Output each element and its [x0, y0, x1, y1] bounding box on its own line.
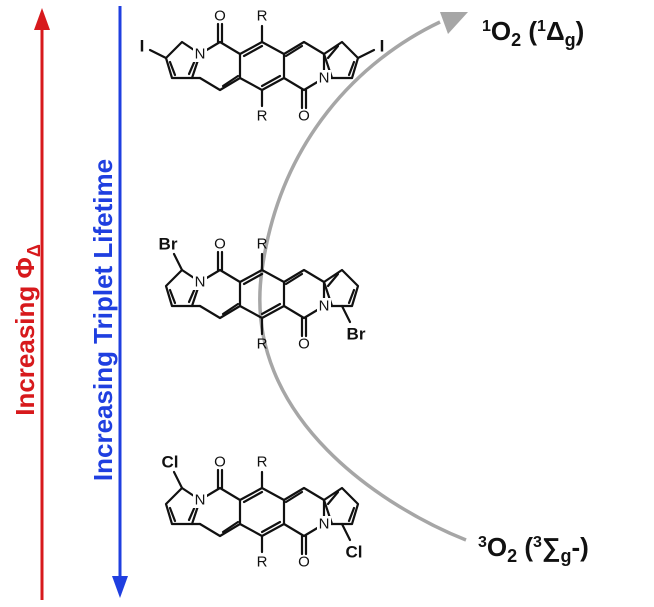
substituent-r: R [257, 336, 268, 353]
blue-axis-label: Increasing Triplet Lifetime [88, 159, 118, 481]
nitrogen-atom: N [195, 492, 206, 509]
molecule-iodo: I I O O R R N N [140, 8, 385, 125]
red-axis-label-main: Increasing Φ [10, 257, 40, 416]
nitrogen-atom: N [195, 274, 206, 291]
red-axis-label: Increasing ΦΔ [10, 244, 44, 416]
red-arrow [34, 8, 50, 600]
molecule-bromo: Br Br O O R R N N [159, 235, 366, 353]
halogen-label: Cl [162, 453, 179, 472]
halogen-label: Br [159, 235, 178, 254]
substituent-r: R [257, 8, 268, 25]
halogen-label: I [380, 37, 385, 56]
halogen-label: Cl [346, 543, 363, 562]
carbonyl-oxygen: O [214, 236, 226, 253]
nitrogen-atom: N [319, 70, 330, 87]
molecule-chloro: Cl Cl O O R R N N [162, 453, 363, 571]
nitrogen-atom: N [319, 298, 330, 315]
triplet-oxygen-label: 3O2 (3∑g-) [478, 532, 589, 566]
halogen-label: Br [347, 325, 366, 344]
nitrogen-atom: N [195, 46, 206, 63]
energy-transfer-arrow [258, 12, 468, 542]
halogen-label: I [140, 37, 145, 56]
carbonyl-oxygen: O [214, 454, 226, 471]
substituent-r: R [257, 454, 268, 471]
carbonyl-oxygen: O [214, 8, 226, 25]
nitrogen-atom: N [319, 516, 330, 533]
substituent-r: R [257, 236, 268, 253]
carbonyl-oxygen: O [298, 554, 310, 571]
blue-arrow [112, 6, 128, 598]
carbonyl-oxygen: O [298, 108, 310, 125]
singlet-oxygen-label: 1O2 (1Δg) [482, 16, 584, 50]
red-axis-label-sub: Δ [24, 244, 44, 257]
carbonyl-oxygen: O [298, 336, 310, 353]
substituent-r: R [257, 108, 268, 125]
substituent-r: R [257, 554, 268, 571]
